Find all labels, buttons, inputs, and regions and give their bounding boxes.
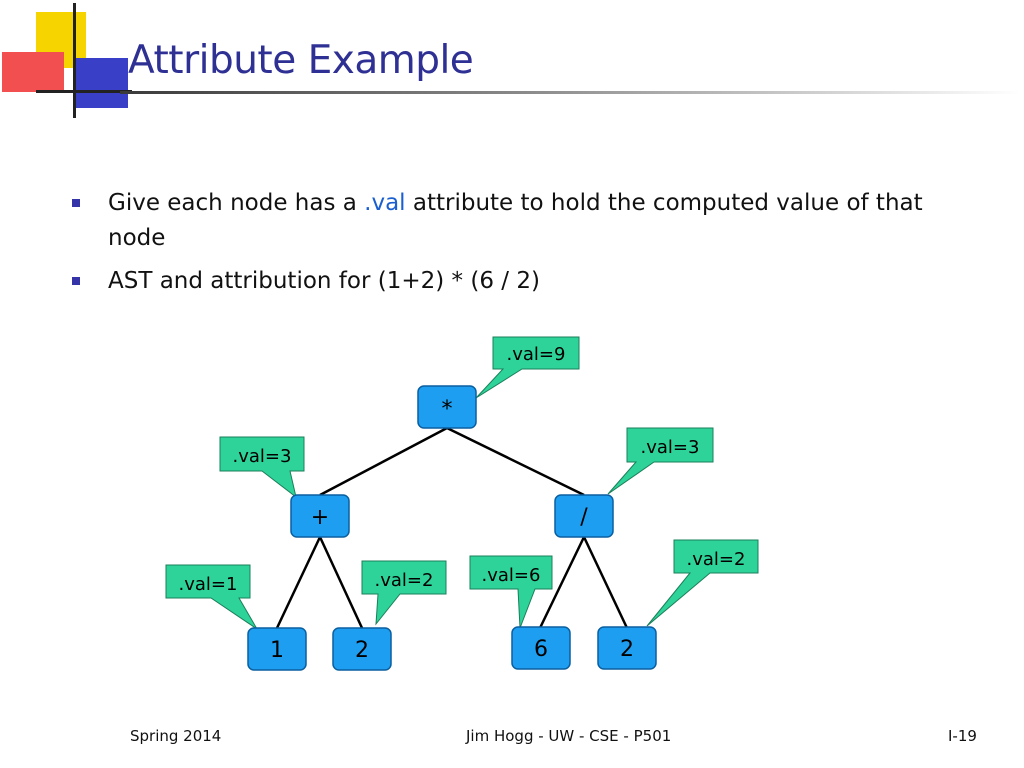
- node-multiply-label: *: [442, 397, 453, 422]
- callout-six: .val=6: [469, 555, 553, 629]
- footer-date: Spring 2014: [130, 727, 222, 745]
- callout-one: .val=1: [165, 564, 258, 630]
- callout-times: .val=9: [475, 336, 580, 399]
- callout-two-right-label: .val=2: [687, 549, 746, 570]
- edge-times-plus: [319, 426, 448, 497]
- val-keyword: .val: [364, 190, 406, 216]
- node-two-right-label: 2: [620, 637, 634, 662]
- logo-vertical-line: [73, 3, 76, 118]
- node-two-right: 2: [597, 626, 657, 670]
- node-divide-label: /: [580, 505, 588, 530]
- edge-plus-one: [275, 536, 322, 629]
- callout-two-right: .val=2: [646, 539, 759, 627]
- callout-two-left-label: .val=2: [375, 570, 434, 591]
- bullet-marker: [72, 199, 80, 207]
- bullet-text-pre: Give each node has a: [108, 190, 365, 216]
- bullet-marker: [72, 277, 80, 285]
- logo-horizontal-line: [36, 90, 132, 93]
- node-one-label: 1: [270, 638, 284, 663]
- edge-plus-two: [318, 536, 364, 629]
- callout-plus-label: .val=3: [233, 446, 292, 467]
- node-one: 1: [247, 627, 307, 671]
- edge-divide-six: [538, 536, 586, 629]
- edge-divide-two: [582, 536, 629, 629]
- callout-one-label: .val=1: [179, 574, 238, 595]
- title-underline: [120, 91, 1020, 94]
- callout-divide: .val=3: [607, 427, 714, 495]
- slide-title: Attribute Example: [128, 38, 474, 83]
- node-two-left-label: 2: [355, 638, 369, 663]
- node-plus: +: [290, 494, 350, 538]
- logo-blue-square: [74, 58, 128, 108]
- bullet-item-val-attribute: Give each node has a .val attribute to h…: [70, 186, 960, 256]
- callout-six-label: .val=6: [482, 565, 541, 586]
- node-six-label: 6: [534, 637, 548, 662]
- edge-times-divide: [446, 426, 585, 497]
- node-two-left: 2: [332, 627, 392, 671]
- node-divide: /: [554, 494, 614, 538]
- node-six: 6: [511, 626, 571, 670]
- node-multiply: *: [417, 385, 477, 429]
- bullet-text-post: attribute to hold the computed value of …: [108, 190, 923, 251]
- bullet-list: Give each node has a .val attribute to h…: [70, 186, 960, 307]
- callout-times-label: .val=9: [507, 344, 566, 365]
- footer-slide-number: I-19: [948, 727, 977, 745]
- node-plus-label: +: [311, 505, 329, 530]
- footer-author: Jim Hogg - UW - CSE - P501: [466, 727, 672, 745]
- callout-two-left: .val=2: [361, 560, 447, 626]
- logo-red-bar: [2, 52, 64, 92]
- bullet-item-ast: AST and attribution for (1+2) * (6 / 2): [70, 264, 960, 299]
- bullet-text: AST and attribution for (1+2) * (6 / 2): [108, 268, 540, 294]
- callout-plus: .val=3: [219, 436, 305, 499]
- callout-divide-label: .val=3: [641, 437, 700, 458]
